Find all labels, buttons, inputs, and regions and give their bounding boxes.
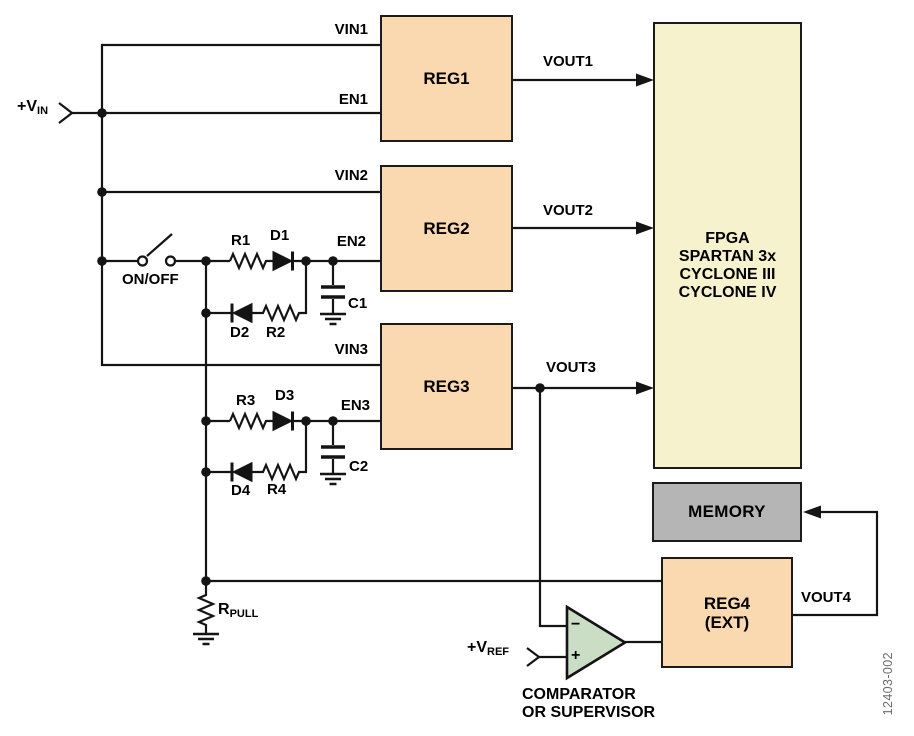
fpga-label: FPGA SPARTAN 3x CYCLONE III CYCLONE IV [653, 230, 802, 302]
component-label-d3: D3 [275, 387, 295, 404]
switch-contact [164, 255, 177, 267]
resistor-r4-symbol [252, 421, 308, 482]
fpga-label-line1: FPGA [705, 230, 750, 247]
junction-dot [201, 308, 211, 318]
wire-vout3-sense [538, 388, 567, 628]
vref-input-label: +VREF [467, 639, 510, 658]
resistor-r2-symbol [252, 261, 308, 323]
vout3-arrowhead [636, 381, 654, 395]
junction-dot [535, 383, 545, 393]
component-label-d2: D2 [230, 324, 250, 341]
on-off-switch-symbol [136, 255, 177, 267]
net-label-vin3: VIN3 [334, 341, 368, 358]
reg4-box: REG4 (EXT) [661, 557, 793, 668]
vin-input-chevron [58, 102, 74, 124]
junction-dot [328, 416, 338, 426]
reg3-box: REG3 [380, 323, 513, 450]
comparator-caption-line2: OR SUPERVISOR [522, 704, 656, 721]
fpga-label-line4: CYCLONE IV [678, 284, 777, 301]
comparator-caption: COMPARATOR OR SUPERVISOR [522, 686, 655, 722]
reg2-box: REG2 [380, 165, 513, 292]
reg1-label: REG1 [423, 68, 470, 88]
junction-dot [97, 108, 107, 118]
comparator-plus-sign: + [571, 647, 581, 664]
diode-d2-symbol [231, 302, 253, 324]
resistor-r1-symbol [228, 251, 273, 271]
vout2-arrowhead [636, 221, 654, 235]
junction-dot [201, 467, 211, 477]
component-label-c2: C2 [349, 458, 369, 475]
memory-label: MEMORY [688, 502, 766, 521]
component-label-d4: D4 [231, 482, 251, 499]
switch-label: ON/OFF [122, 271, 179, 288]
component-label-r1: R1 [231, 232, 251, 249]
c1-ground-symbol [320, 312, 346, 326]
switch-blade [146, 233, 173, 257]
component-label-d1: D1 [270, 227, 290, 244]
component-label-c1: C1 [348, 295, 368, 312]
rpull-ground-symbol [193, 632, 219, 646]
net-label-en3: EN3 [340, 397, 370, 414]
capacitor-c2-symbol [321, 445, 345, 459]
junction-dot [301, 416, 311, 426]
comparator-caption-line1: COMPARATOR [522, 686, 636, 703]
memory-box: MEMORY [652, 482, 802, 542]
diode-d1-symbol [272, 250, 294, 272]
net-label-vin1: VIN1 [334, 21, 368, 38]
reg1-box: REG1 [380, 15, 513, 142]
pull-resistor-label: RPULL [218, 601, 259, 620]
junction-dot [97, 187, 107, 197]
component-label-r3: R3 [236, 392, 256, 409]
capacitor-c1-symbol [321, 285, 345, 299]
vin-input-label: +VIN [17, 98, 49, 117]
net-label-vout4: VOUT4 [801, 589, 852, 606]
net-label-vin2: VIN2 [334, 167, 368, 184]
reg4-label-line2: (EXT) [704, 612, 750, 632]
fpga-label-line3: CYCLONE III [679, 266, 776, 283]
junction-dot [201, 256, 211, 266]
reg3-label: REG3 [423, 376, 470, 396]
fpga-box [653, 22, 802, 469]
diode-d3-symbol [272, 410, 294, 432]
resistor-r3-symbol [228, 411, 273, 431]
junction-dot [97, 256, 107, 266]
vout1-arrowhead [636, 73, 654, 87]
reg2-label: REG2 [423, 218, 470, 238]
comparator-minus-sign: − [571, 616, 581, 633]
memory-arrowhead [803, 505, 821, 519]
junction-dot [301, 256, 311, 266]
c2-ground-symbol [320, 472, 346, 486]
net-label-en1: EN1 [338, 91, 368, 108]
net-label-vout1: VOUT1 [543, 53, 594, 70]
resistor-rpull-symbol [196, 581, 216, 633]
net-label-en2: EN2 [336, 233, 366, 250]
reg4-label-line1: REG4 [703, 593, 751, 613]
junction-dot [328, 256, 338, 266]
junction-dot [201, 416, 211, 426]
figure-code: 12403-002 [881, 652, 895, 716]
switch-contact [136, 255, 149, 267]
component-label-r4: R4 [267, 481, 287, 498]
junction-dot [201, 576, 211, 586]
component-label-r2: R2 [266, 324, 286, 341]
diode-d4-symbol [231, 461, 253, 483]
fpga-label-line2: SPARTAN 3x [678, 248, 777, 265]
vref-input-chevron [526, 647, 541, 667]
net-label-vout3: VOUT3 [546, 359, 597, 376]
net-label-vout2: VOUT2 [543, 202, 594, 219]
